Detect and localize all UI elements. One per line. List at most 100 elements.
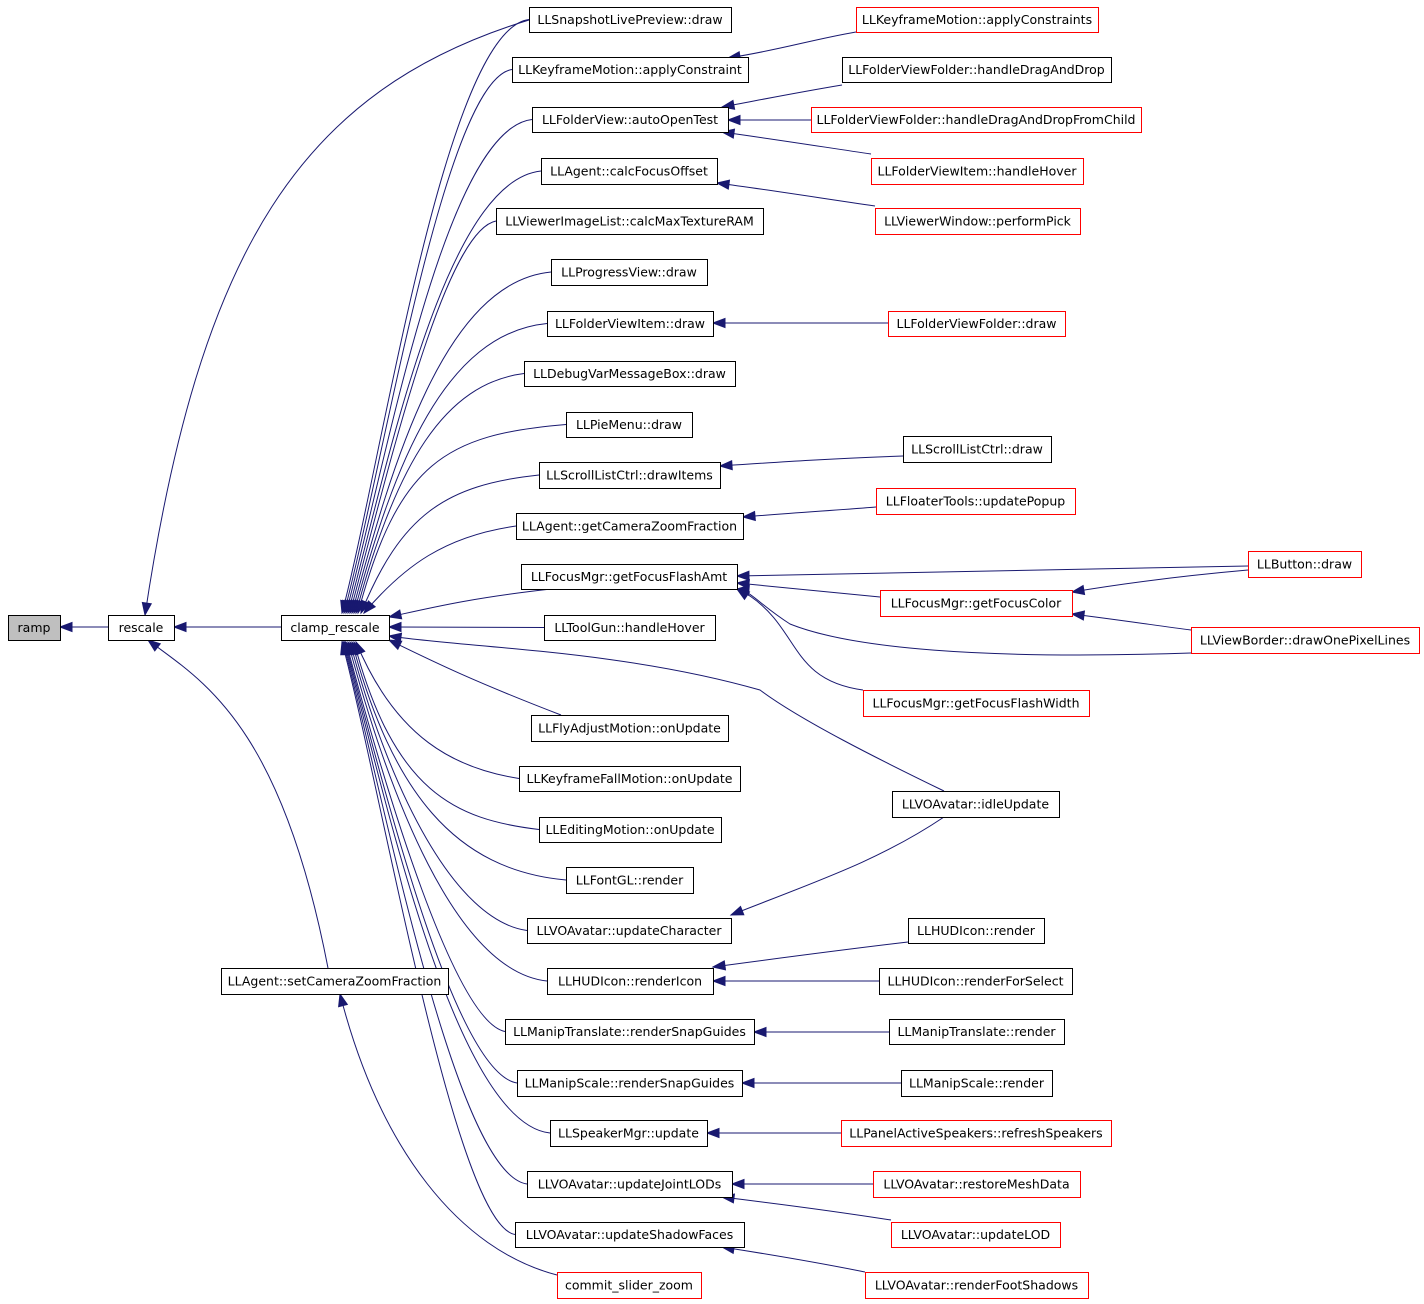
node-performPick[interactable]: LLViewerWindow::performPick xyxy=(875,208,1081,235)
node-updateLOD[interactable]: LLVOAvatar::updateLOD xyxy=(891,1222,1061,1248)
node-folderViewItemDraw[interactable]: LLFolderViewItem::draw xyxy=(547,311,714,337)
node-box xyxy=(496,208,764,235)
node-box xyxy=(547,968,714,995)
node-label: LLAgent::getCameraZoomFraction xyxy=(522,519,737,534)
node-calcFocusOffset[interactable]: LLAgent::calcFocusOffset xyxy=(541,158,718,185)
edge-pieMenuDraw-to-clamp_rescale xyxy=(357,424,567,614)
node-drawOnePixelLines[interactable]: LLViewBorder::drawOnePixelLines xyxy=(1191,627,1420,654)
node-getFocusColor[interactable]: LLFocusMgr::getFocusColor xyxy=(880,590,1073,617)
node-box xyxy=(516,513,744,540)
node-label: LLFocusMgr::getFocusFlashAmt xyxy=(531,569,727,584)
node-scrollListDraw[interactable]: LLScrollListCtrl::draw xyxy=(903,436,1052,463)
node-pieMenuDraw[interactable]: LLPieMenu::draw xyxy=(566,412,693,438)
node-clamp_rescale[interactable]: clamp_rescale xyxy=(281,615,390,641)
arrowhead-scaleRender-to-scaleSnap xyxy=(740,1077,755,1089)
node-handleDragAndDrop[interactable]: LLFolderViewFolder::handleDragAndDrop xyxy=(842,57,1112,83)
edge-autoOpenTest-to-clamp_rescale xyxy=(345,119,533,614)
node-label: LLViewerWindow::performPick xyxy=(884,214,1072,229)
node-label: LLHUDIcon::render xyxy=(917,923,1036,938)
node-flyAdjust[interactable]: LLFlyAdjustMotion::onUpdate xyxy=(531,715,729,742)
node-hudRender[interactable]: LLHUDIcon::render xyxy=(908,918,1045,944)
node-label: LLViewerImageList::calcMaxTextureRAM xyxy=(505,214,753,229)
node-refreshSpeakers[interactable]: LLPanelActiveSpeakers::refreshSpeakers xyxy=(841,1120,1112,1147)
node-updateShadowFaces[interactable]: LLVOAvatar::updateShadowFaces xyxy=(515,1222,745,1248)
node-debugVarDraw[interactable]: LLDebugVarMessageBox::draw xyxy=(524,361,736,387)
node-label: LLFocusMgr::getFocusColor xyxy=(891,596,1062,611)
node-scaleRender[interactable]: LLManipScale::render xyxy=(901,1070,1053,1097)
edge-itemHandleHover-to-autoOpenTest xyxy=(721,131,872,155)
node-ramp[interactable]: ramp xyxy=(8,615,61,641)
edge-drawOnePixelLines-to-getFocusColor xyxy=(1071,613,1192,631)
arrowhead-toolGunHover-to-clamp_rescale xyxy=(387,621,402,633)
node-translateRender[interactable]: LLManipTranslate::render xyxy=(889,1019,1065,1045)
edge-flyAdjust-to-clamp_rescale xyxy=(388,639,562,716)
edge-updatePopup-to-getCameraZoomFraction xyxy=(742,506,877,518)
node-speakerUpdate[interactable]: LLSpeakerMgr::update xyxy=(550,1120,708,1147)
node-restoreMeshData[interactable]: LLVOAvatar::restoreMeshData xyxy=(873,1171,1081,1198)
node-translateSnap[interactable]: LLManipTranslate::renderSnapGuides xyxy=(505,1019,755,1045)
node-box xyxy=(901,1070,1053,1097)
node-box xyxy=(856,7,1099,33)
node-box xyxy=(566,867,694,894)
node-label: LLFolderView::autoOpenTest xyxy=(542,112,718,127)
node-setCameraZoomFraction[interactable]: LLAgent::setCameraZoomFraction xyxy=(221,968,449,995)
arrowhead-handleDragAndDropFromChild-to-autoOpenTest xyxy=(726,114,741,126)
edge-scaleSnap-to-clamp_rescale xyxy=(344,641,518,1084)
node-label: LLFolderViewFolder::handleDragAndDropFro… xyxy=(817,112,1136,127)
node-commit_slider_zoom[interactable]: commit_slider_zoom xyxy=(557,1272,702,1299)
edge-commit_slider_zoom-to-setCameraZoomFraction xyxy=(339,993,558,1276)
node-applyConstraint[interactable]: LLKeyframeMotion::applyConstraint xyxy=(512,57,749,83)
node-box xyxy=(876,488,1076,515)
node-label: LLKeyframeFallMotion::onUpdate xyxy=(527,771,733,786)
node-box xyxy=(892,791,1060,818)
node-snapshotDraw[interactable]: LLSnapshotLivePreview::draw xyxy=(529,7,732,33)
arrowhead-renderForSelect-to-renderIcon xyxy=(711,975,726,987)
node-getFocusFlashAmt[interactable]: LLFocusMgr::getFocusFlashAmt xyxy=(521,564,738,590)
node-label: LLAgent::calcFocusOffset xyxy=(550,164,708,179)
node-itemHandleHover[interactable]: LLFolderViewItem::handleHover xyxy=(871,158,1084,185)
node-renderFootShadows[interactable]: LLVOAvatar::renderFootShadows xyxy=(865,1272,1089,1299)
node-label: LLSnapshotLivePreview::draw xyxy=(537,12,722,27)
node-applyConstraints[interactable]: LLKeyframeMotion::applyConstraints xyxy=(856,7,1099,33)
node-renderIcon[interactable]: LLHUDIcon::renderIcon xyxy=(547,968,714,995)
node-progressDraw[interactable]: LLProgressView::draw xyxy=(551,259,708,286)
node-label: commit_slider_zoom xyxy=(565,1278,693,1293)
edge-idleUpdate-to-clamp_rescale xyxy=(388,635,945,792)
node-box xyxy=(512,57,749,83)
node-handleDragAndDropFromChild[interactable]: LLFolderViewFolder::handleDragAndDropFro… xyxy=(811,107,1142,133)
node-label: LLVOAvatar::updateLOD xyxy=(901,1227,1050,1242)
node-toolGunHover[interactable]: LLToolGun::handleHover xyxy=(544,615,716,641)
node-drawItems[interactable]: LLScrollListCtrl::drawItems xyxy=(539,462,721,489)
node-updateJointLODs[interactable]: LLVOAvatar::updateJointLODs xyxy=(527,1171,733,1198)
node-editingMotion[interactable]: LLEditingMotion::onUpdate xyxy=(539,817,722,843)
node-rescale[interactable]: rescale xyxy=(108,615,175,641)
arrowhead-getCameraZoomFraction-to-clamp_rescale xyxy=(363,600,377,615)
node-getCameraZoomFraction[interactable]: LLAgent::getCameraZoomFraction xyxy=(516,513,744,540)
arrowhead-hudRender-to-renderIcon xyxy=(711,960,727,971)
node-renderForSelect[interactable]: LLHUDIcon::renderForSelect xyxy=(879,968,1073,995)
arrowhead-translateRender-to-translateSnap xyxy=(752,1026,767,1038)
node-autoOpenTest[interactable]: LLFolderView::autoOpenTest xyxy=(532,107,729,133)
node-box xyxy=(529,7,732,33)
edge-applyConstraints-to-applyConstraint xyxy=(727,31,857,59)
node-fontRender[interactable]: LLFontGL::render xyxy=(566,867,694,894)
arrowhead-getFocusFlashAmt-to-clamp_rescale xyxy=(387,609,403,620)
edge-getCameraZoomFraction-to-clamp_rescale xyxy=(363,525,517,614)
edge-drawOnePixelLines-to-getFocusFlashAmt xyxy=(736,588,1192,656)
node-updateCharacter[interactable]: LLVOAvatar::updateCharacter xyxy=(527,918,732,944)
edge-snapshotDraw-to-clamp_rescale xyxy=(341,19,530,614)
node-updatePopup[interactable]: LLFloaterTools::updatePopup xyxy=(876,488,1076,515)
node-box xyxy=(842,57,1112,83)
node-calcMaxTextureRAM[interactable]: LLViewerImageList::calcMaxTextureRAM xyxy=(496,208,764,235)
arrowhead-rescale-to-ramp xyxy=(58,621,73,633)
node-idleUpdate[interactable]: LLVOAvatar::idleUpdate xyxy=(892,791,1060,818)
node-label: LLVOAvatar::updateCharacter xyxy=(536,923,722,938)
node-getFocusFlashWidth[interactable]: LLFocusMgr::getFocusFlashWidth xyxy=(863,690,1090,717)
node-buttonDraw[interactable]: LLButton::draw xyxy=(1248,551,1362,578)
node-keyframeFall[interactable]: LLKeyframeFallMotion::onUpdate xyxy=(519,766,741,792)
node-folderDraw[interactable]: LLFolderViewFolder::draw xyxy=(888,311,1066,337)
arrowhead-updatePopup-to-getCameraZoomFraction xyxy=(741,510,756,522)
node-label: LLVOAvatar::updateJointLODs xyxy=(538,1177,721,1192)
arrowhead-refreshSpeakers-to-speakerUpdate xyxy=(705,1127,720,1139)
node-scaleSnap[interactable]: LLManipScale::renderSnapGuides xyxy=(517,1070,743,1097)
